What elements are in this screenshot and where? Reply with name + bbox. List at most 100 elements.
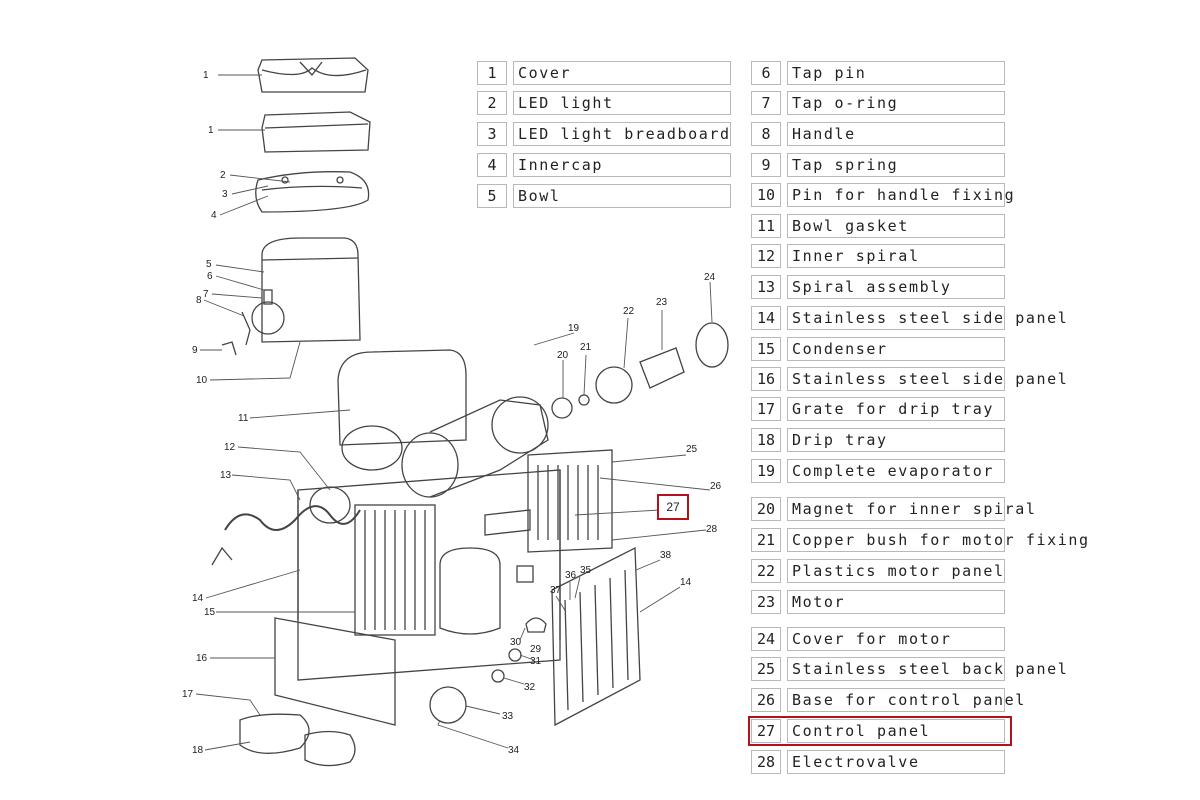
callout-label: 14 bbox=[680, 577, 692, 588]
bowl-part bbox=[261, 237, 361, 343]
part-name: Tap pin bbox=[787, 61, 1005, 85]
part-name: Electrovalve bbox=[787, 750, 1005, 774]
part-name: Complete evaporator bbox=[787, 459, 1005, 483]
parts-row: 4 Innercap bbox=[477, 152, 731, 178]
callout-label: 16 bbox=[196, 653, 208, 664]
callout-label: 33 bbox=[502, 711, 514, 722]
part-number: 22 bbox=[751, 559, 781, 583]
callout-label: 1 bbox=[203, 70, 209, 81]
callout-label: 13 bbox=[220, 470, 232, 481]
part-name: Stainless steel side panel bbox=[787, 306, 1067, 330]
part-number: 3 bbox=[477, 122, 507, 146]
control-panel-part bbox=[484, 509, 531, 536]
motor-cover-part bbox=[695, 322, 729, 368]
part-name: Inner spiral bbox=[787, 244, 1005, 268]
part-number: 1 bbox=[477, 61, 507, 85]
callout-label: 5 bbox=[206, 259, 212, 270]
part-number: 26 bbox=[751, 688, 781, 712]
callout-label: 1 bbox=[208, 125, 214, 136]
part-name: Bowl bbox=[513, 184, 731, 208]
part-number: 8 bbox=[751, 122, 781, 146]
parts-row: 1 Cover bbox=[477, 60, 731, 86]
callout-label: 7 bbox=[203, 289, 209, 300]
part-number: 6 bbox=[751, 61, 781, 85]
fan-part bbox=[429, 686, 467, 724]
part-name: Pin for handle fixing bbox=[787, 183, 1014, 207]
callout-label: 17 bbox=[182, 689, 194, 700]
callout-label: 26 bbox=[710, 481, 722, 492]
part-name: Stainless steel side panel bbox=[787, 367, 1067, 391]
part-number: 11 bbox=[751, 214, 781, 238]
callout-label: 18 bbox=[192, 745, 204, 756]
side-panel-part bbox=[551, 546, 641, 727]
callout-label: 36 bbox=[565, 570, 577, 581]
part-name: Spiral assembly bbox=[787, 275, 1005, 299]
part-number: 14 bbox=[751, 306, 781, 330]
part-number: 21 bbox=[751, 528, 781, 552]
callout-label: 15 bbox=[204, 607, 216, 618]
part-name: Motor bbox=[787, 590, 1005, 614]
callout-label: 19 bbox=[568, 323, 580, 334]
part-number: 5 bbox=[477, 184, 507, 208]
part-number: 27 bbox=[751, 719, 781, 743]
front-panel-part bbox=[274, 617, 396, 726]
part-number: 9 bbox=[751, 153, 781, 177]
leader-lines bbox=[195, 74, 713, 751]
back-panel-part bbox=[527, 449, 613, 553]
part-number: 4 bbox=[477, 153, 507, 177]
part-name: Control panel bbox=[787, 719, 1005, 743]
part-name: LED light bbox=[513, 91, 731, 115]
part-name: Plastics motor panel bbox=[787, 559, 1005, 583]
callout-label: 23 bbox=[656, 297, 668, 308]
part-name: Bowl gasket bbox=[787, 214, 1005, 238]
parts-row: 2 LED light bbox=[477, 90, 731, 116]
callout-label: 9 bbox=[192, 345, 198, 356]
part-name: Cover for motor bbox=[787, 627, 1005, 651]
callout-label: 20 bbox=[557, 350, 569, 361]
parts-row: 5 Bowl bbox=[477, 183, 731, 209]
machine-drawing bbox=[211, 57, 729, 767]
part-number: 15 bbox=[751, 337, 781, 361]
callout-label: 29 bbox=[530, 644, 542, 655]
callout-label: 12 bbox=[224, 442, 236, 453]
part-number: 24 bbox=[751, 627, 781, 651]
part-number: 28 bbox=[751, 750, 781, 774]
callout-label: 31 bbox=[530, 656, 542, 667]
callout-label: 38 bbox=[660, 550, 672, 561]
compressor-part bbox=[439, 547, 501, 635]
part-name: Copper bush for motor fixing bbox=[787, 528, 1088, 552]
callout-label: 2 bbox=[220, 170, 226, 181]
part-number: 12 bbox=[751, 244, 781, 268]
innercap-part bbox=[255, 171, 370, 213]
part-name: Tap o-ring bbox=[787, 91, 1005, 115]
callout-labels: 1 1 2 3 4 5 6 7 8 9 10 11 12 13 14 15 16… bbox=[182, 70, 722, 756]
callout-label: 4 bbox=[211, 210, 217, 221]
callout-label: 32 bbox=[524, 682, 536, 693]
parts-row: 3 LED light breadboard bbox=[477, 121, 731, 147]
part-name: Innercap bbox=[513, 153, 731, 177]
part-number: 7 bbox=[751, 91, 781, 115]
callout-label: 6 bbox=[207, 271, 213, 282]
part-name: Handle bbox=[787, 122, 1005, 146]
drip-tray-part bbox=[239, 713, 310, 754]
